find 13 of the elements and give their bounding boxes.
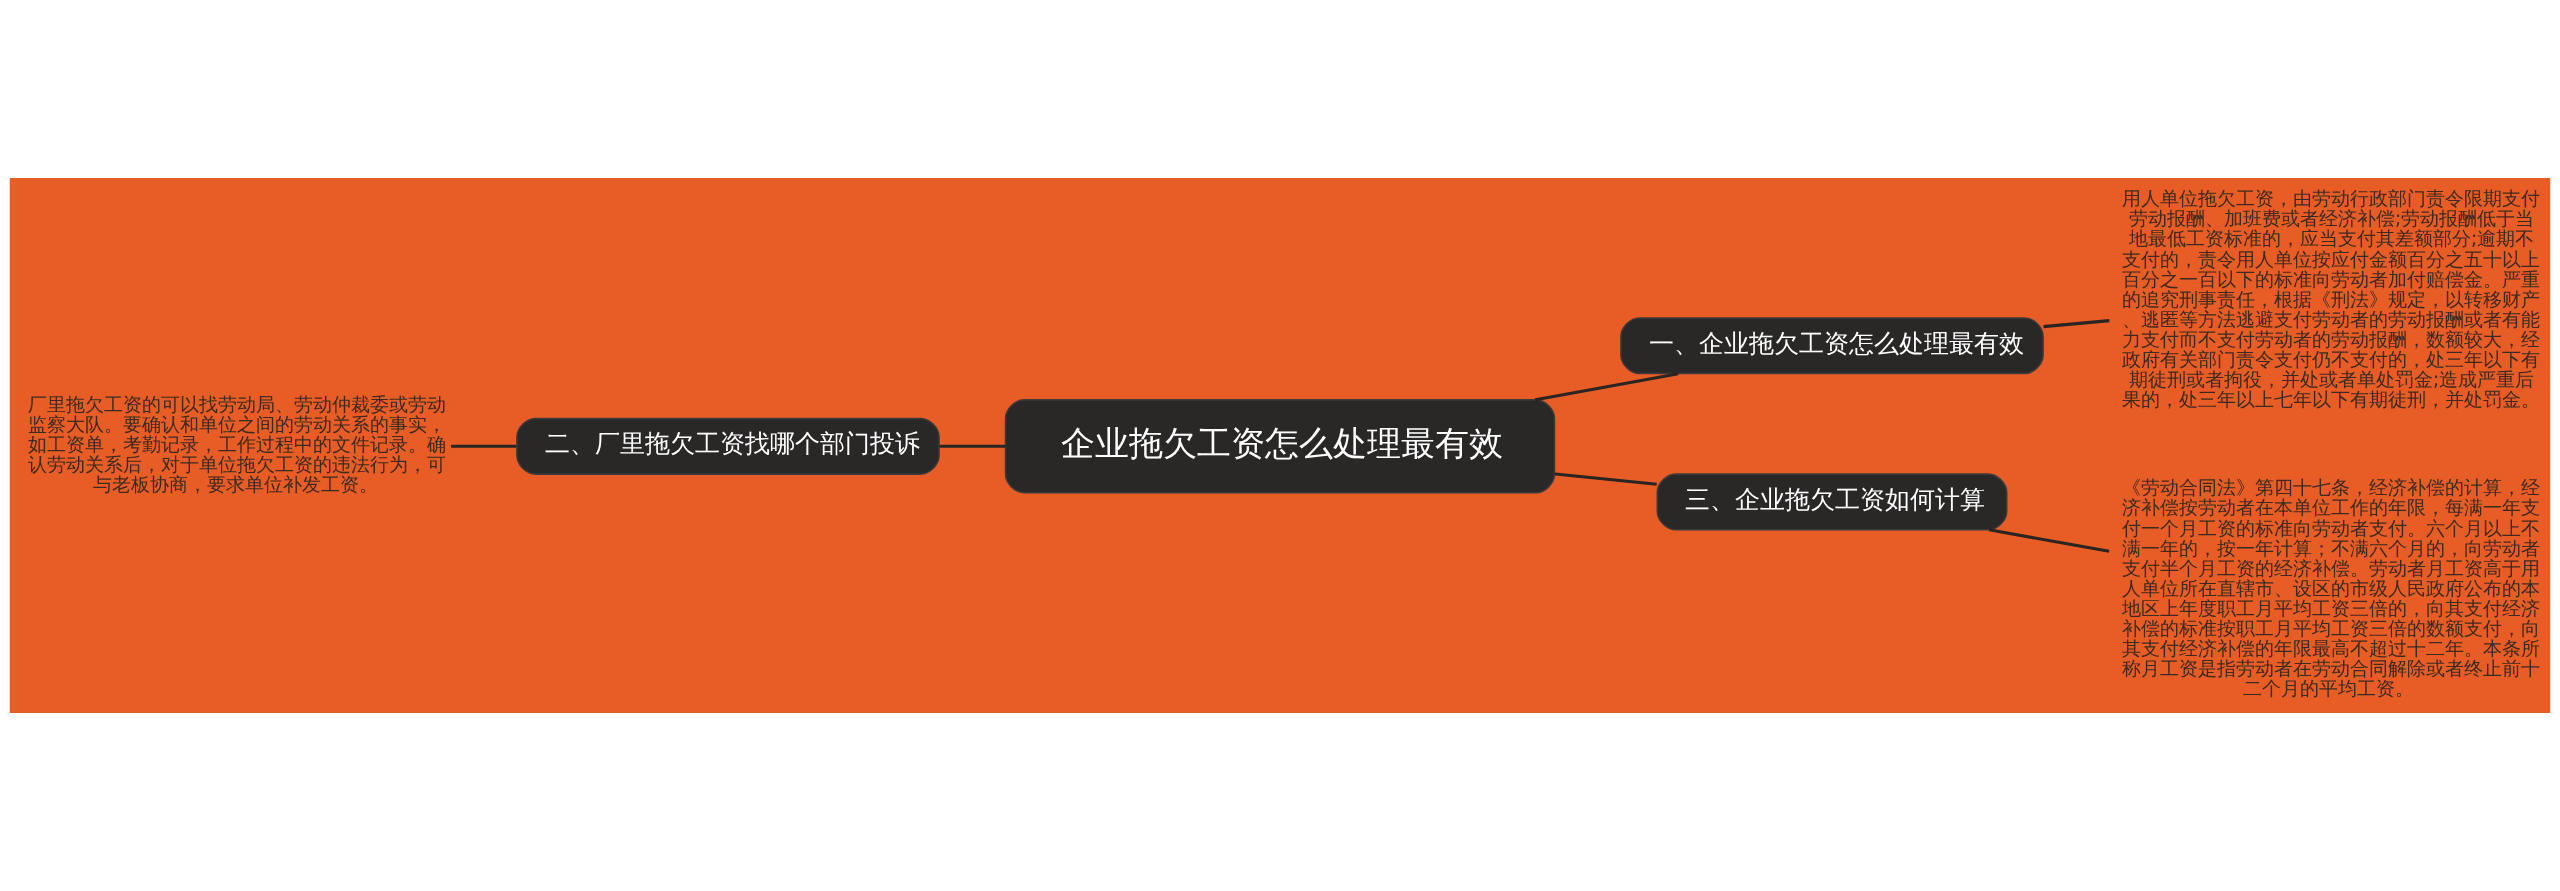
node-text: 《劳动合同法》第四十七条，经济补偿的计算，经济补偿按劳动者在本单位工作的年限，每满一年支付一个月工资的标准向劳动者支付。六个月以上不满一年的，按一年计算；不满六个月的，向劳动者支付半个月工资的经济补偿。劳动者月工资高于用人单位所在直辖市、设区的市级人民政府公布的本地区上年度职工月平均工资三倍的，向其支付经济补偿的标准按职工月平均工资三倍的数额支付，向其支付经济补偿的年限最高不超过十二年。本条所称月工资是指劳动者在劳动合同解除或者终止前十二个月的平均工资。 — [2121, 477, 2540, 700]
connector — [1534, 372, 1679, 402]
connector — [1988, 528, 2110, 553]
connector — [939, 444, 1006, 448]
connector — [451, 444, 517, 448]
node-box: 企业拖欠工资怎么处理最有效 — [1004, 399, 1556, 494]
connector — [2043, 319, 2110, 329]
node-box: 三、企业拖欠工资如何计算 — [1656, 473, 2008, 531]
node-box: 二、厂里拖欠工资找哪个部门投诉 — [516, 417, 940, 475]
node-box: 一、企业拖欠工资怎么处理最有效 — [1620, 317, 2044, 375]
node-text: 用人单位拖欠工资，由劳动行政部门责令限期支付劳动报酬、加班费或者经济补偿;劳动报酬低于当地最低工资标准的，应当支付其差额部分;逾期不支付的，责令用人单位按应付金额百分之五十以上百分之一百以下的标准向劳动者加付赔偿金。严重的追究刑事责任，根据《刑法》规定，以转移财产、逃匿等方法逃避支付劳动者的劳动报酬或者有能力支付而不支付劳动者的劳动报酬，数额较大，经政府有关部门责令支付仍不支付的，处三年以下有期徒刑或者拘役，并处或者单处罚金;造成严重后果的，处三年以上七年以下有期徒刑，并处罚金。 — [2121, 188, 2540, 411]
connector — [1554, 472, 1657, 486]
node-text: 厂里拖欠工资的可以找劳动局、劳动仲裁委或劳动监察大队。要确认和单位之间的劳动关系的事实，如工资单，考勤记录，工作过程中的文件记录。确认劳动关系后，对于单位拖欠工资的违法行为，可与老板协商，要求单位补发工资。 — [28, 393, 447, 496]
